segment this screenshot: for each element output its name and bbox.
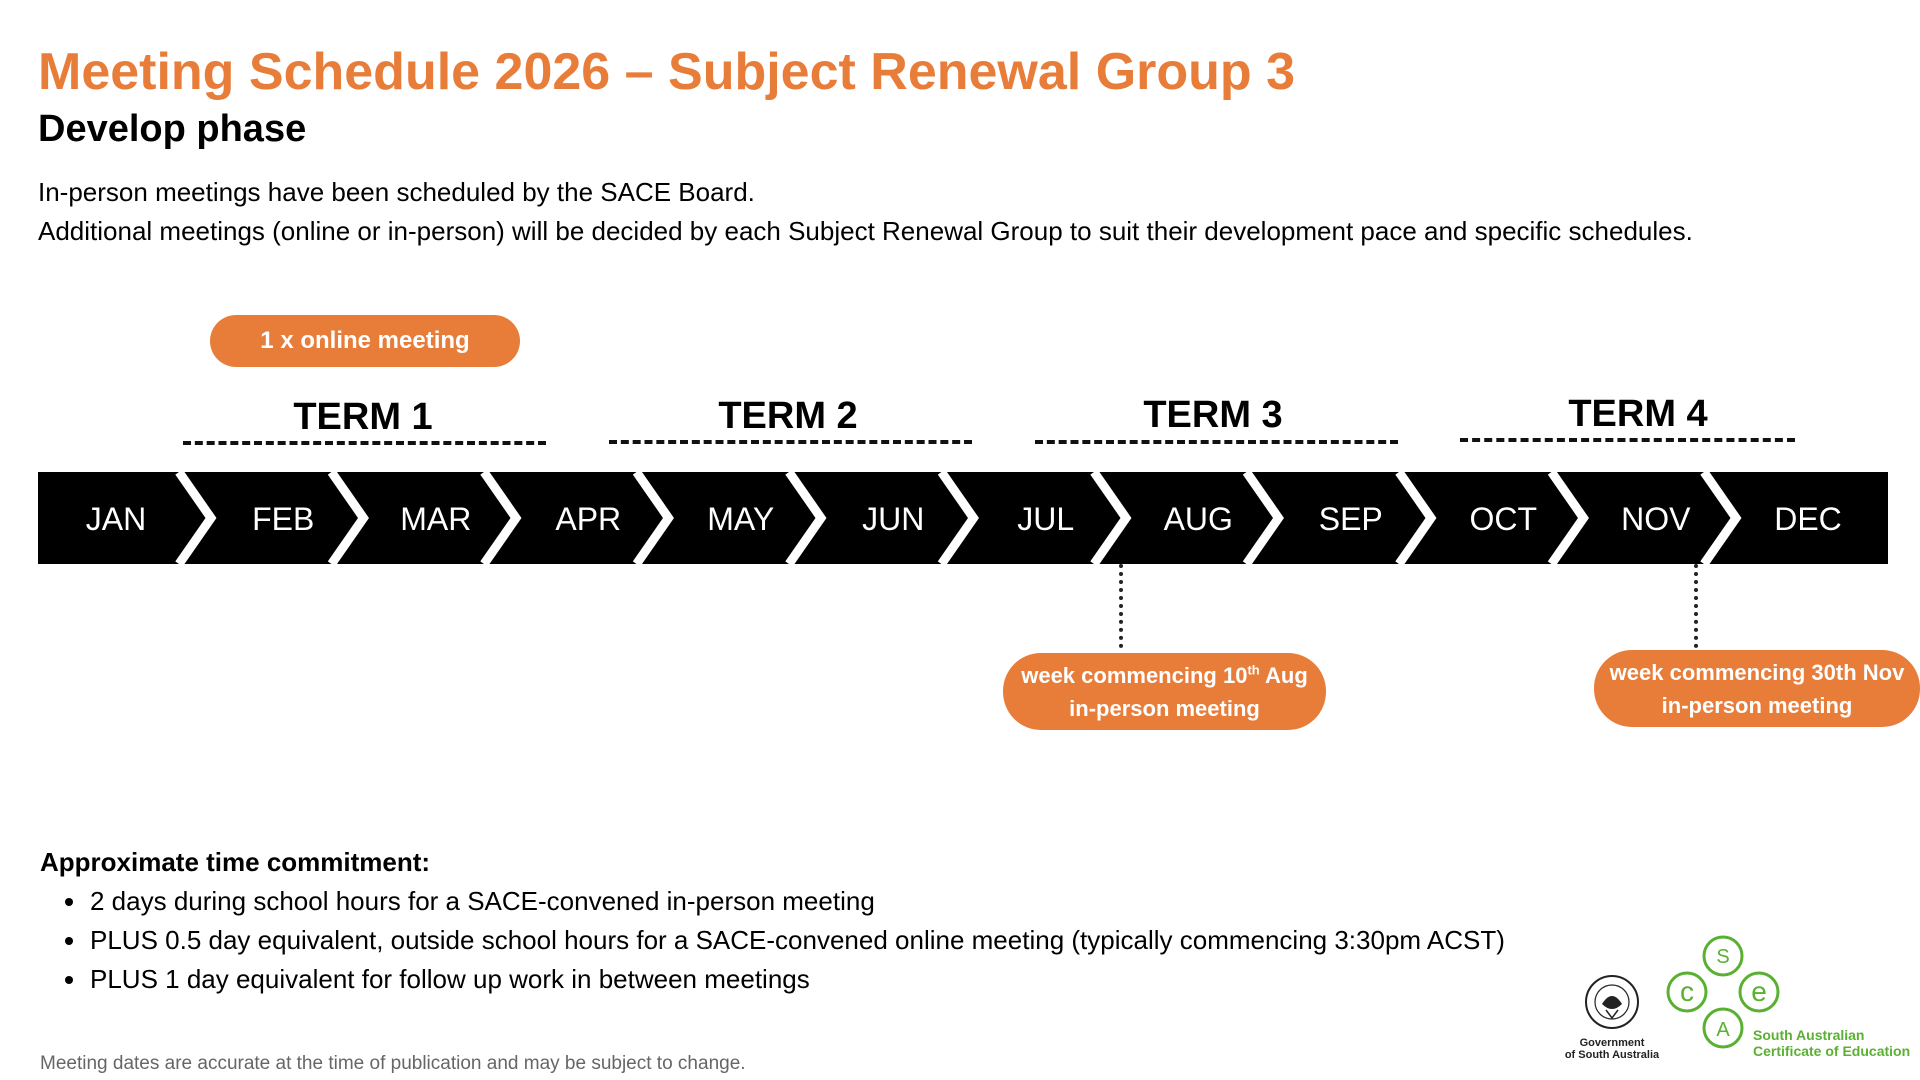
month-label-jan: JAN [86, 501, 146, 537]
month-label-oct: OCT [1469, 501, 1537, 537]
page-title: Meeting Schedule 2026 – Subject Renewal … [38, 43, 1296, 101]
chevron-separator [1242, 472, 1284, 564]
chevron-separator [785, 472, 827, 564]
nov-meeting-type: in-person meeting [1661, 692, 1853, 718]
sace-logo-circle-e [1738, 971, 1780, 1013]
sace-logo-letter-e: e [1751, 976, 1767, 1007]
footnote: Meeting dates are accurate at the time o… [40, 1053, 746, 1074]
term-2-dashed-line [609, 440, 972, 444]
chevron-separator [632, 472, 674, 564]
chevron-separator [1547, 472, 1589, 564]
commitment-item: 2 days during school hours for a SACE-co… [88, 882, 1505, 921]
sace-logo-letter-c: c [1680, 976, 1694, 1007]
timeline-bar [38, 472, 1888, 564]
term-1-label: TERM 1 [293, 396, 433, 438]
chevron-separator [175, 472, 217, 564]
intro-line-1: In-person meetings have been scheduled b… [38, 177, 755, 207]
month-label-may: MAY [707, 501, 774, 537]
chevron-separator [480, 472, 522, 564]
sace-logo-circle-a [1702, 1007, 1744, 1049]
term-4-dashed-line [1460, 438, 1795, 442]
month-label-nov: NOV [1621, 501, 1691, 537]
sace-logo-icon: S c e A [1666, 935, 1780, 1049]
aug-meeting-date: week commencing 10 [1021, 662, 1248, 688]
term-4-label: TERM 4 [1568, 393, 1708, 435]
chevron-separators [175, 472, 1742, 564]
sace-logo-letter-a: A [1716, 1019, 1730, 1041]
aug-meeting-connector [1119, 564, 1123, 648]
aug-meeting-month: Aug [1259, 662, 1308, 688]
chevron-separator [937, 472, 979, 564]
aug-meeting-date-ordinal: th [1247, 662, 1260, 678]
month-timeline: JAN FEB MAR APR MAY JUN JUL AUG SEP OCT NOV DEC [38, 472, 1888, 564]
nov-meeting-connector [1694, 564, 1698, 648]
nov-meeting-date: week commencing 30th Nov [1609, 659, 1905, 685]
month-label-feb: FEB [252, 501, 314, 537]
month-label-dec: DEC [1774, 501, 1842, 537]
term-3-dashed-line [1035, 440, 1398, 444]
chevron-separator [1090, 472, 1132, 564]
page-subtitle: Develop phase [38, 108, 307, 150]
commitment-item: PLUS 0.5 day equivalent, outside school … [88, 921, 1505, 960]
term-2-label: TERM 2 [718, 395, 858, 437]
chevron-separator [1700, 472, 1742, 564]
sace-logo-line2: Certificate of Education [1753, 1043, 1911, 1059]
term-3-label: TERM 3 [1143, 394, 1283, 436]
commitment-item: PLUS 1 day equivalent for follow up work… [88, 960, 1505, 999]
month-labels: JAN FEB MAR APR MAY JUN JUL AUG SEP OCT NOV DEC [86, 501, 1842, 537]
month-label-apr: APR [555, 501, 621, 537]
month-label-aug: AUG [1164, 501, 1233, 537]
aug-meeting-type: in-person meeting [1069, 695, 1260, 721]
month-label-jun: JUN [862, 501, 924, 537]
government-sa-logo: Government of South Australia [1552, 974, 1672, 1061]
term-1-dashed-line [183, 441, 546, 445]
month-label-jul: JUL [1017, 501, 1074, 537]
government-logo-line1: Government [1579, 1037, 1645, 1049]
chevron-separator [1395, 472, 1437, 564]
month-label-mar: MAR [400, 501, 471, 537]
online-meeting-label: 1 x online meeting [260, 327, 470, 354]
online-meeting-badge: 1 x online meeting [210, 315, 520, 367]
sace-logo-text: South Australian Certificate of Educatio… [1753, 1027, 1910, 1059]
commitment-list: 2 days during school hours for a SACE-co… [40, 882, 1505, 999]
sace-logo-circle-c [1666, 971, 1708, 1013]
intro-line-2: Additional meetings (online or in-person… [38, 216, 1693, 246]
government-logo-line2: of South Australia [1564, 1049, 1660, 1061]
aug-inperson-meeting-badge: week commencing 10th Aug in-person meeti… [1003, 653, 1326, 730]
chevron-separator [327, 472, 369, 564]
month-label-sep: SEP [1319, 501, 1383, 537]
nov-inperson-meeting-badge: week commencing 30th Nov in-person meeti… [1594, 650, 1920, 727]
sace-logo-letter-s: S [1716, 946, 1729, 968]
sace-logo-circle-s [1702, 935, 1744, 977]
commitment-heading: Approximate time commitment: [40, 847, 431, 877]
government-seal-icon [1585, 975, 1639, 1029]
sace-logo-line1: South Australian [1753, 1027, 1865, 1043]
